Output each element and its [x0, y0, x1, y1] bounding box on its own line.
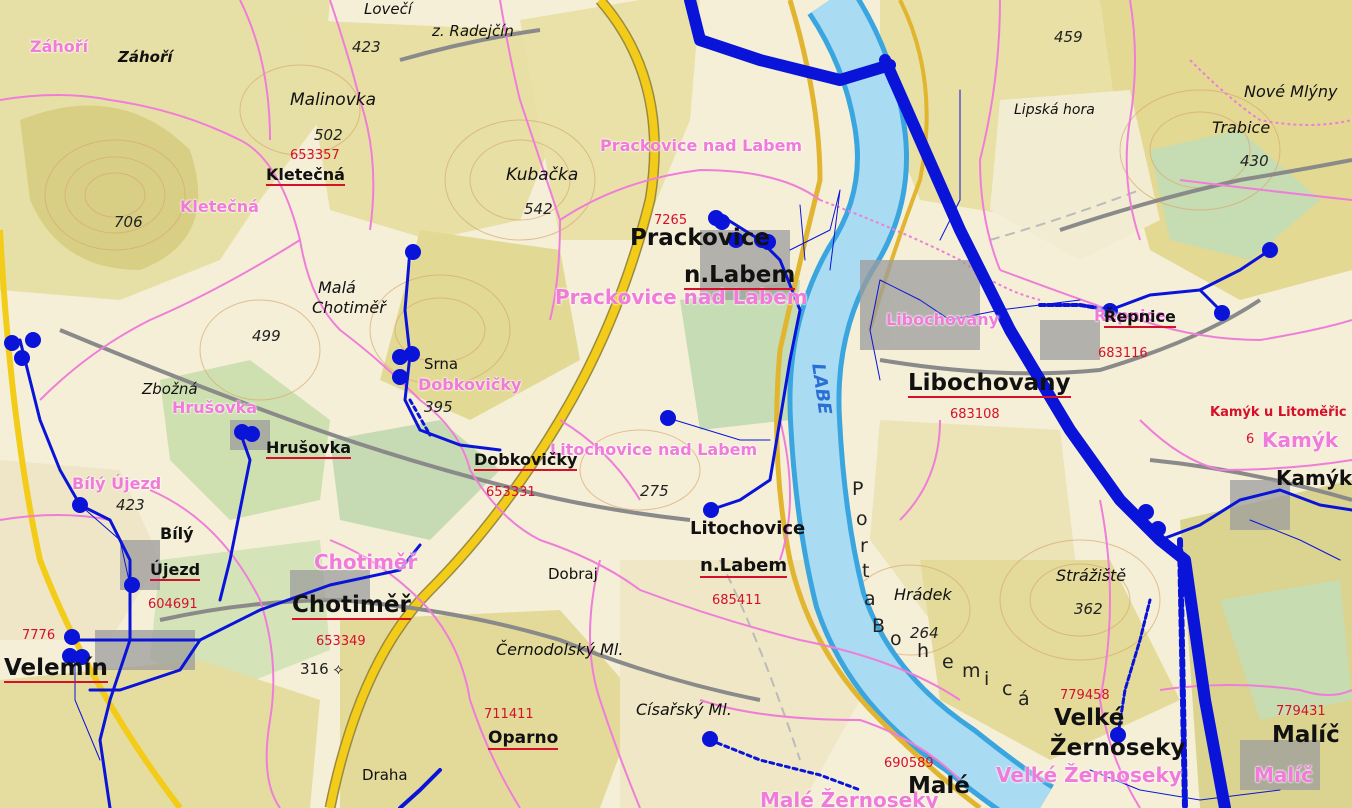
cadastral-code: 685411	[712, 593, 762, 608]
place-label: n.Labem	[700, 555, 788, 578]
place-label: Řepnice	[1104, 307, 1176, 328]
place-label: Dobkovičky	[474, 450, 578, 471]
porta-letter: o	[890, 628, 902, 650]
porta-letter: t	[862, 560, 870, 582]
elevation-label: 499	[252, 327, 281, 345]
cadastral-label: Bílý Újezd	[72, 474, 162, 493]
elevation-label: 542	[524, 200, 553, 218]
cadastral-label: Malíč	[1254, 763, 1313, 787]
feature-label: Trabice	[1212, 118, 1271, 137]
cadastral-code: 779431	[1276, 704, 1326, 719]
place-label: Oparno	[488, 728, 559, 750]
place-label: Velké	[1054, 705, 1125, 731]
feature-label: Nové Mlýny	[1244, 82, 1338, 101]
feature-label: Malá	[318, 278, 356, 297]
place-label: Velemín	[4, 655, 108, 683]
cadastral-label: Velké Žernoseky	[996, 763, 1182, 787]
porta-letter: o	[856, 508, 868, 530]
feature-label: Draha	[362, 766, 408, 784]
cadastral-code: 653331	[486, 485, 536, 500]
elevation-label: 316 ⟡	[300, 660, 344, 678]
porta-letter: a	[864, 588, 876, 610]
cadastral-code: 779458	[1060, 688, 1110, 703]
cadastral-code: 690589	[884, 756, 934, 771]
place-label: Hrušovka	[266, 438, 352, 459]
elevation-label: 706	[114, 213, 143, 231]
place-label: Kamýk	[1276, 466, 1352, 490]
porta-letter: á	[1018, 688, 1030, 710]
feature-label: Srna	[424, 355, 459, 373]
elevation-label: 502	[314, 126, 343, 144]
feature-label: Císařský Ml.	[636, 700, 732, 719]
porta-letter: h	[917, 640, 930, 662]
place-label: Litochovice	[690, 518, 806, 539]
place-label: Žernoseky	[1050, 735, 1186, 761]
porta-letter: e	[942, 651, 954, 673]
cadastral-code: 604691	[148, 597, 198, 612]
porta-letter: P	[852, 478, 864, 500]
feature-label: Zbožná	[142, 380, 198, 398]
cadastral-code: 7265	[654, 213, 688, 228]
cadastral-label: Kletečná	[180, 197, 259, 216]
place-label: Kletečná	[266, 165, 345, 186]
feature-label: Hrádek	[894, 585, 952, 604]
cadastral-label: Řepnice	[1094, 306, 1166, 325]
cadastral-label: Chotiměř	[314, 550, 418, 574]
feature-label: Kubačka	[506, 165, 579, 185]
place-label: Libochovany	[908, 370, 1071, 398]
feature-label: z. Radejčín	[432, 22, 514, 40]
place-label: Chotiměř	[292, 592, 411, 620]
feature-label: Strážiště	[1056, 566, 1127, 585]
cadastral-label: Kamýk u Litoměřic	[1210, 405, 1347, 420]
elevation-label: 459	[1054, 28, 1083, 46]
cadastral-label: Dobkovičky	[418, 375, 522, 394]
place-label: Malé	[908, 773, 970, 799]
cadastral-code: 653357	[290, 148, 340, 163]
feature-label: Černodolský Ml.	[496, 640, 624, 659]
porta-letter: i	[984, 668, 990, 690]
feature-label: Lovečí	[364, 0, 413, 18]
cadastral-label: Prackovice nad Labem	[600, 136, 803, 155]
cadastral-code: 7776	[22, 628, 56, 643]
elevation-label: 362	[1074, 600, 1103, 618]
place-label: Újezd	[150, 560, 201, 581]
place-label: Bílý	[160, 524, 194, 543]
porta-letter: B	[872, 615, 886, 637]
place-label: Záhoří	[118, 48, 173, 66]
place-label: Prackovice	[630, 225, 770, 251]
porta-letter: r	[860, 535, 868, 557]
elevation-label: 423	[352, 38, 381, 56]
cadastral-code: 653349	[316, 634, 366, 649]
feature-label: Malinovka	[290, 90, 377, 110]
cadastral-code: 683116	[1098, 346, 1148, 361]
feature-label: Lipská hora	[1014, 102, 1095, 118]
cadastral-label: Hrušovka	[172, 398, 258, 417]
cadastral-label: Malé Žernoseky	[760, 788, 939, 808]
elevation-label: 423	[116, 496, 145, 514]
porta-letter: m	[962, 660, 981, 682]
elevation-label: 264	[910, 624, 939, 642]
cadastral-label: Libochovany	[886, 310, 1000, 329]
feature-label: Dobraj	[548, 565, 598, 583]
feature-label: Chotiměř	[312, 298, 386, 317]
cadastral-code: 6	[1246, 432, 1255, 447]
cadastral-code: 683108	[950, 407, 1000, 422]
elevation-label: 430	[1240, 152, 1269, 170]
cadastral-label: Litochovice nad Labem	[550, 440, 758, 459]
place-label: Malíč	[1272, 722, 1340, 748]
elevation-label: 275	[640, 482, 669, 500]
cadastral-label: Kamýk	[1262, 428, 1339, 452]
cadastral-label: Záhoří	[30, 37, 89, 56]
cadastral-code: 711411	[484, 707, 534, 722]
elevation-label: 395	[424, 398, 453, 416]
place-label: n.Labem	[684, 262, 796, 290]
porta-letter: c	[1002, 678, 1013, 700]
